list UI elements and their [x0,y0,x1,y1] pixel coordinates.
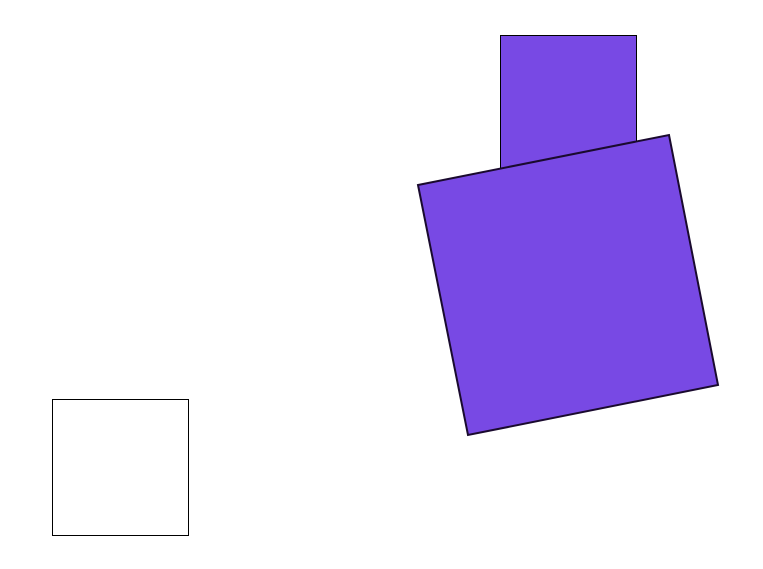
outline-square[interactable] [52,399,189,536]
purple-square-rotated[interactable] [416,133,720,437]
